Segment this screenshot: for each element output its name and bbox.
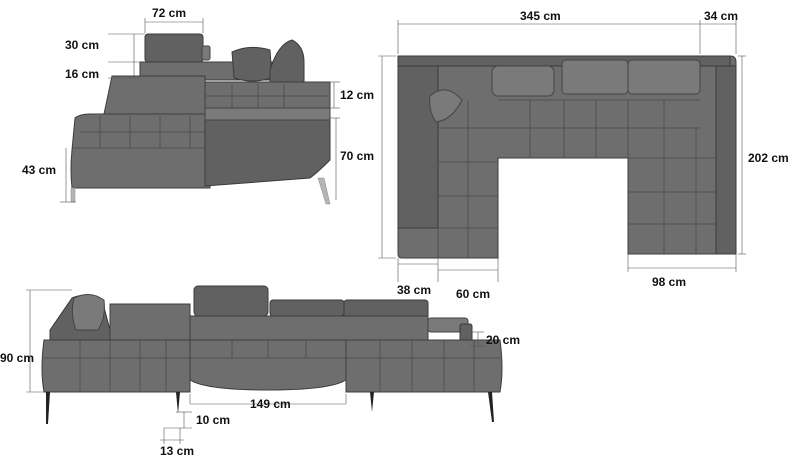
- top-chaise-width-label: 98 cm: [652, 275, 686, 289]
- front-middle-seat: [189, 339, 347, 391]
- front-left-chaise: [41, 339, 191, 393]
- top-seat-depth-label: 60 cm: [456, 287, 490, 301]
- front-leg-offset-label: 13 cm: [160, 444, 194, 458]
- side-headrest: [144, 33, 204, 63]
- side-headrest-height-label: 30 cm: [65, 38, 99, 52]
- side-backrest-top-label: 12 cm: [340, 88, 374, 102]
- top-total-depth-label: 202 cm: [748, 151, 789, 165]
- top-width-label: 345 cm: [520, 9, 561, 23]
- front-view: 90 cm 20 cm 149 cm 10 cm 13 cm: [0, 285, 520, 458]
- side-cushion: [231, 46, 273, 82]
- side-chaise: [70, 113, 211, 189]
- top-arm-depth-label: 34 cm: [704, 9, 738, 23]
- side-total-height-label: 70 cm: [340, 149, 374, 163]
- front-middle-width-label: 149 cm: [250, 397, 291, 411]
- front-total-height-label: 90 cm: [0, 351, 34, 365]
- top-view: 345 cm 34 cm 202 cm 38 cm 60 cm 98 cm: [378, 9, 789, 301]
- top-arm-width-label: 38 cm: [397, 283, 431, 297]
- front-right-chaise: [345, 339, 503, 393]
- front-leg-height-label: 10 cm: [196, 413, 230, 427]
- side-view: 72 cm 30 cm 16 cm 12 cm 43 cm 70 cm: [22, 6, 374, 205]
- side-headrest-drop-label: 16 cm: [65, 67, 99, 81]
- side-headrest-width-label: 72 cm: [152, 6, 186, 20]
- side-seat-height-label: 43 cm: [22, 163, 56, 177]
- front-headrest-height-label: 20 cm: [486, 333, 520, 347]
